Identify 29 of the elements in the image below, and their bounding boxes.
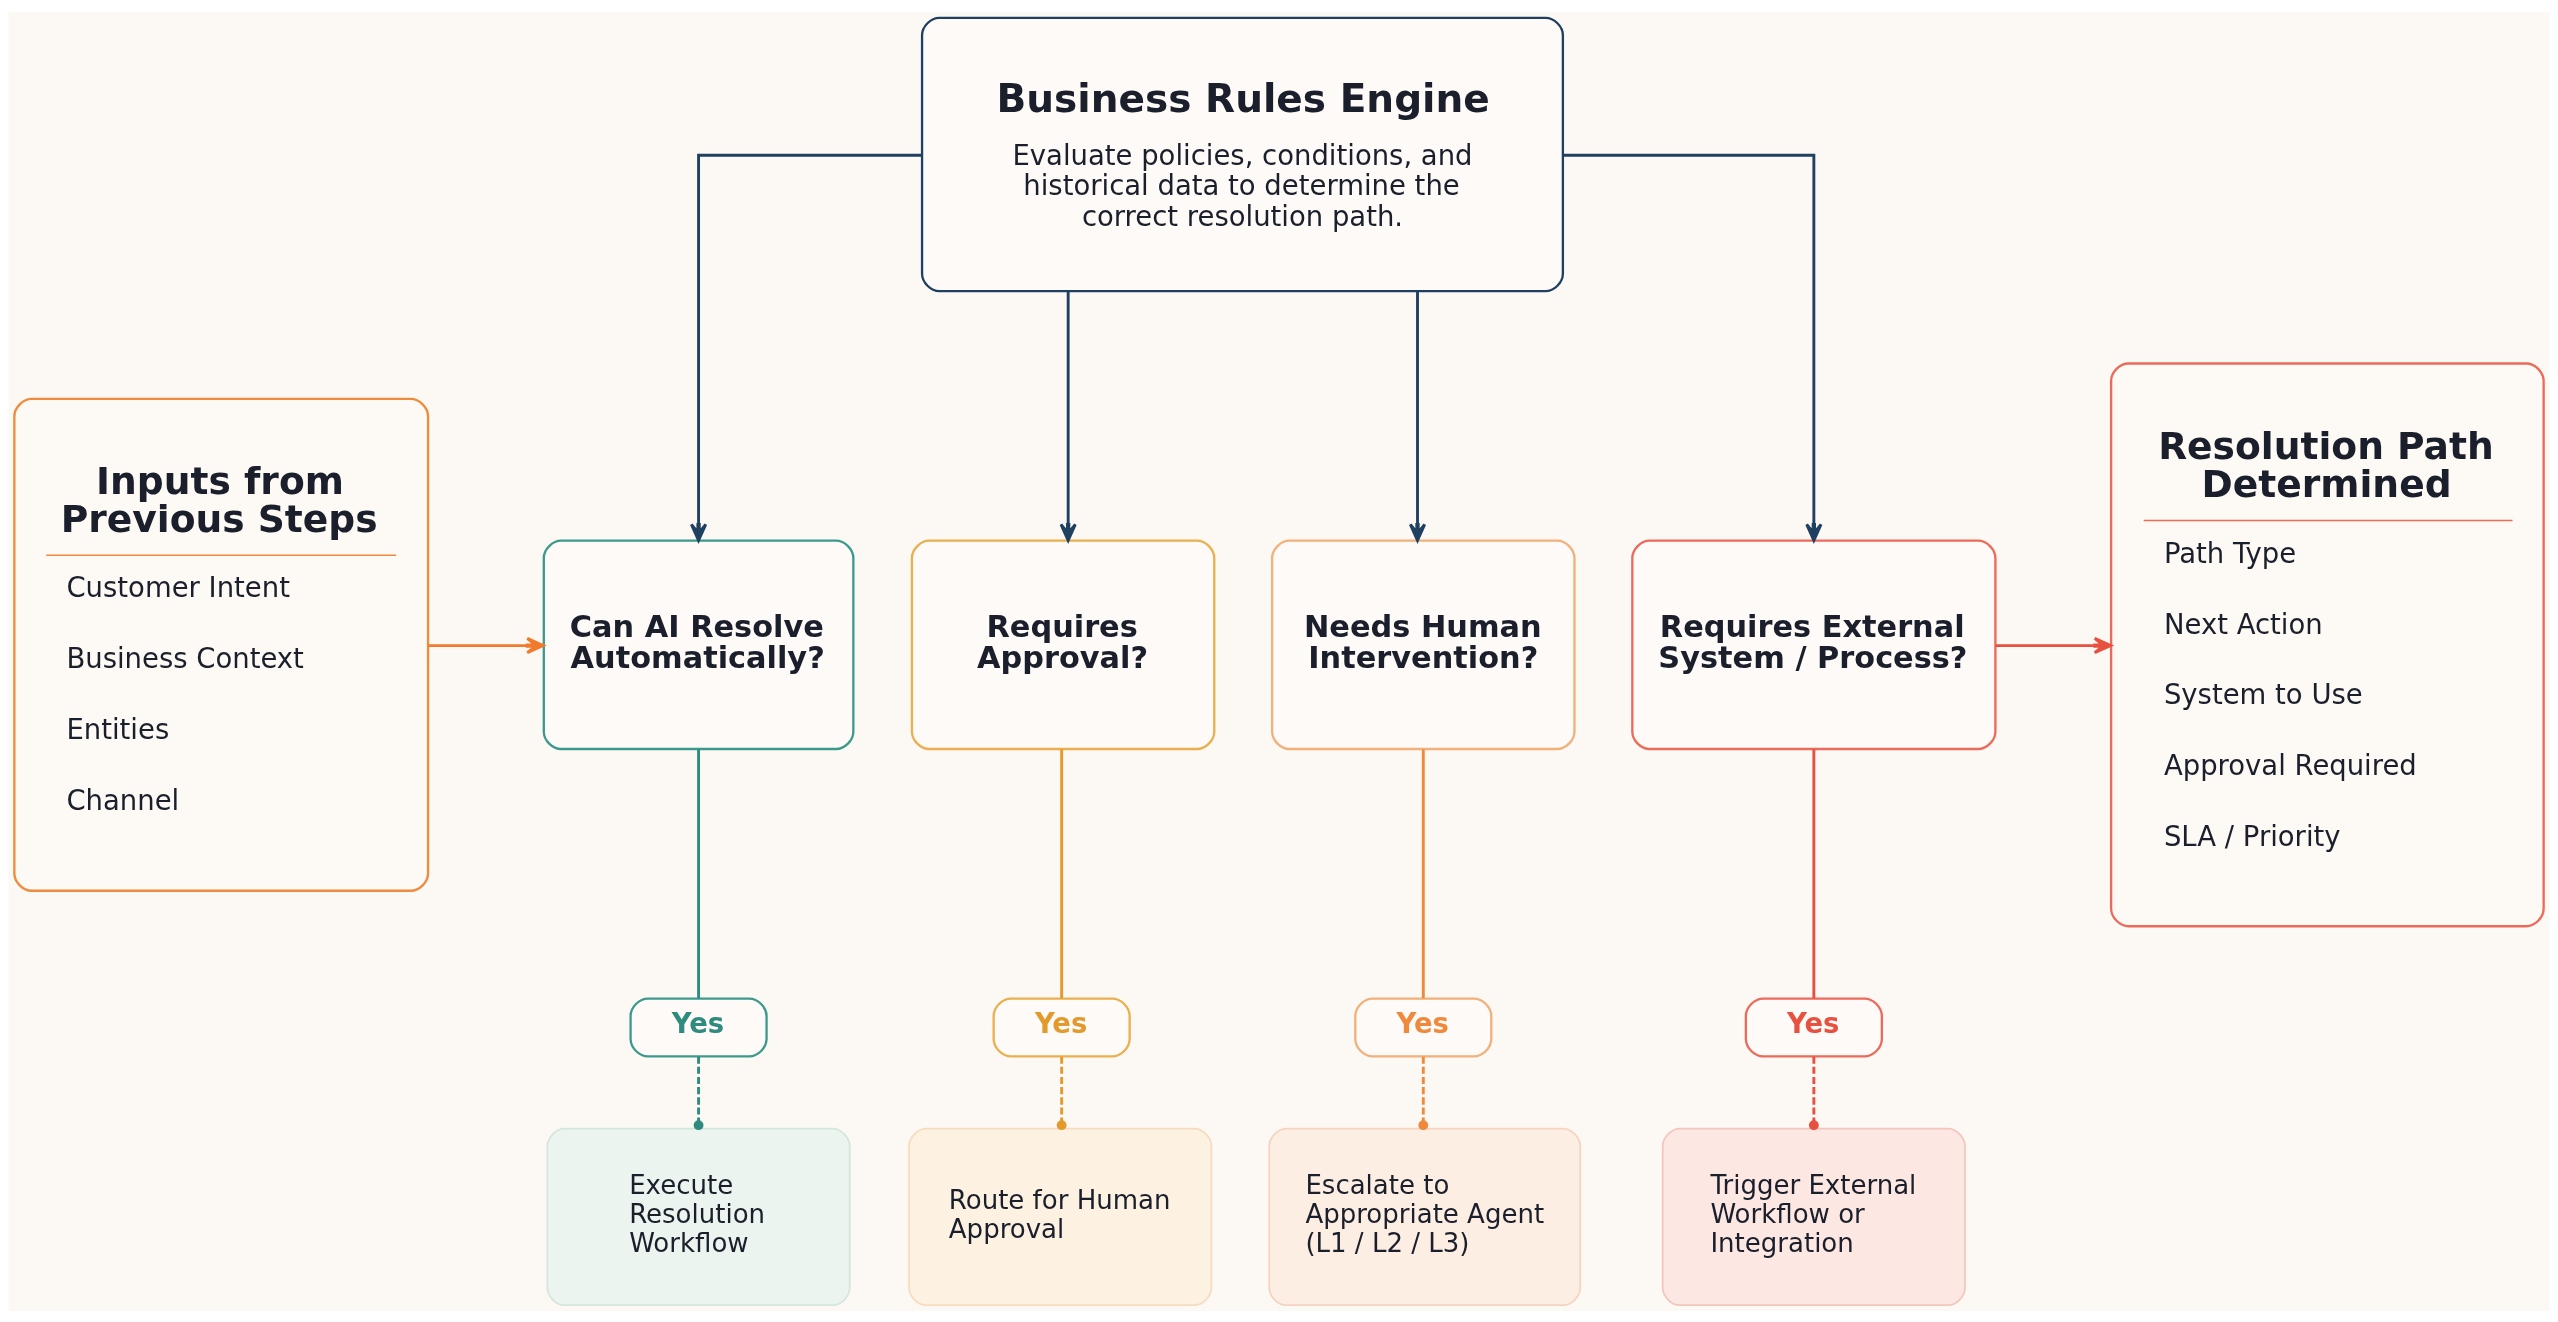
node-box: Yes [629,996,768,1058]
node-box: Trigger External Workflow or Integration [1661,1127,1966,1306]
connector [1418,1056,1429,1130]
arrow [1408,291,1427,542]
node-box: Inputs from Previous Steps Customer Intent Business Context Entities Channel [13,397,430,892]
arrow [1995,636,2113,654]
node-box: Execute Resolution Workflow [546,1127,851,1306]
arrow [1563,153,1823,542]
node-box: Yes [1744,996,1883,1058]
node-box: Yes [992,996,1131,1058]
node-box: Resolution Path Determined Path Type Next Action System to Use Approval Required SLA / Priority [2109,361,2545,927]
connector [697,748,700,998]
connector [693,1056,704,1130]
node-box: Needs Human Intervention? [1270,539,1576,750]
node-box: Yes [1354,996,1493,1058]
connector [1421,748,1425,998]
connector [1812,748,1816,998]
connector [1056,1056,1067,1130]
node-box: Business Rules Engine Evaluate policies, conditions, and historical data to determine the correct resolution path. [920,16,1565,292]
arrow [428,636,545,654]
connector [1808,1056,1819,1130]
connector [1060,748,1064,998]
node-box: Escalate to Appropriate Agent (L1 / L2 / L3) [1268,1127,1582,1306]
arrow [689,153,922,542]
node-box: Route for Human Approval [908,1127,1213,1306]
node-box: Requires Approval? [910,539,1216,750]
node-box: Can AI Resolve Automatically? [542,539,855,750]
node-box: Requires External System / Process? [1631,539,1997,750]
arrow [1059,291,1077,542]
